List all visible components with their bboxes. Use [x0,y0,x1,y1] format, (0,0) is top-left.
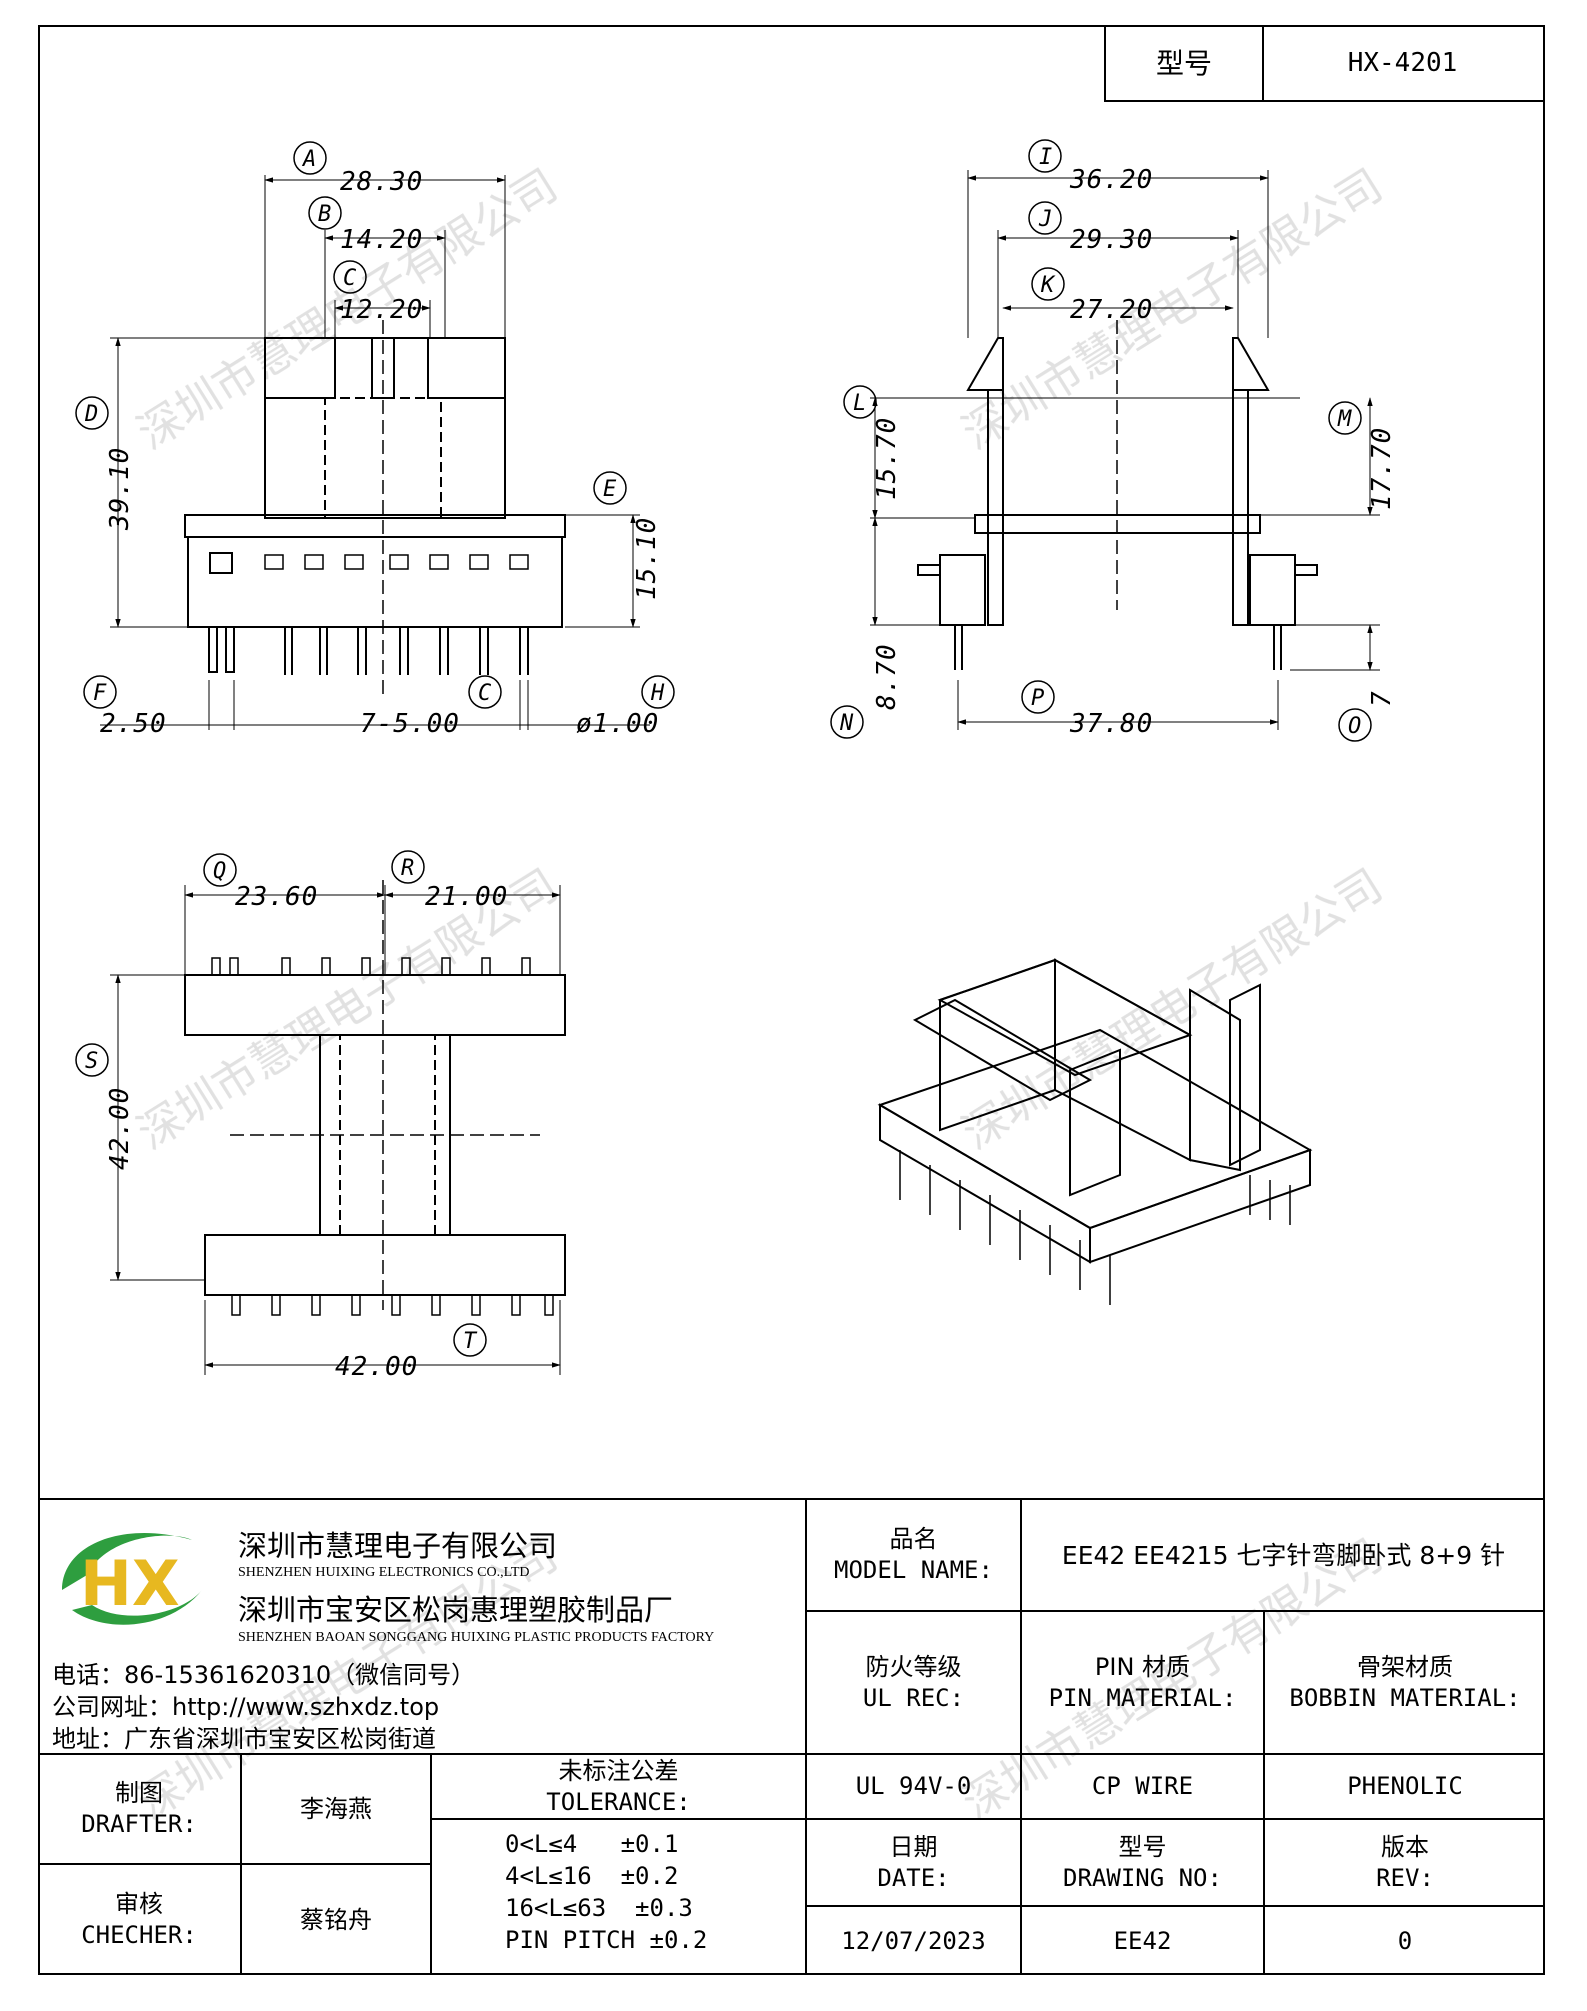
checker-label: 审核 CHECHER: [81,1890,197,1949]
rev-value: 0 [1397,1926,1413,1955]
svg-text:D: D [84,402,98,427]
watermark: 深圳市慧理电子有限公司 [954,160,1391,460]
tolerance-line: 16<L≤63 ±0.3 [505,1894,693,1922]
dim-K: 27.20 [1070,295,1153,325]
watermark: 深圳市慧理电子有限公司 [954,860,1391,1160]
svg-text:E: E [603,477,617,502]
drafter-value: 李海燕 [300,1794,372,1823]
svg-text:C: C [343,266,357,291]
dim-F: 2.50 [100,709,167,739]
drawing-no-value: EE42 [1113,1926,1172,1955]
drawing-sheet [38,25,1545,1975]
company-logo: HX [52,1520,217,1635]
dim-G: 7-5.00 [360,709,460,739]
svg-text:H: H [650,681,665,706]
isometric-view [877,958,1313,1305]
dim-N: 8.70 [872,643,902,710]
logo-text: HX [80,1547,180,1620]
date-value: 12/07/2023 [841,1926,986,1955]
dim-I: 36.20 [1069,165,1153,195]
company-address: 地址：广东省深圳市宝安区松岗街道 [52,1725,436,1753]
dim-J: 29.30 [1070,225,1153,255]
dim-O: 7 [1367,690,1397,707]
svg-text:K: K [1040,273,1056,298]
ul-rec-value: UL 94V-0 [855,1772,972,1800]
dim-R: 21.00 [425,882,508,912]
dim-H: ø1.00 [576,709,659,739]
checker-value: 蔡铭舟 [300,1905,372,1934]
pin-material-value: CP WIRE [1091,1772,1194,1800]
front-view [100,175,650,730]
dim-Q: 23.60 [235,882,318,912]
factory-name-cn: 深圳市宝安区松岗惠理塑胶制品厂 [238,1593,674,1627]
svg-text:P: P [1031,686,1044,711]
dim-A: 28.30 [340,167,423,197]
drafter-label: 制图 DRAFTER: [81,1779,197,1838]
tolerance-label: 未标注公差 TOLERANCE: [546,1756,691,1816]
bobbin-material-value: PHENOLIC [1347,1772,1463,1800]
dim-T: 42.00 [335,1352,418,1382]
svg-text:J: J [1038,207,1052,232]
model-name-value: EE42 EE4215 七字针弯脚卧式 8+9 针 [1061,1540,1506,1570]
svg-text:B: B [318,202,331,227]
dim-E: 15.10 [632,517,662,600]
title-block [38,1498,1545,1975]
model-name-label: 品名 MODEL NAME: [834,1525,993,1584]
company-name-en: SHENZHEN HUIXING ELECTRONICS CO.,LTD [238,1565,530,1580]
svg-text:F: F [93,681,107,706]
front-view-callouts [75,141,675,709]
svg-text:Q: Q [213,859,226,884]
date-label: 日期 DATE: [877,1832,950,1892]
front-view-labels: 28.30 14.20 12.20 39.10 15.10 2.50 7-5.0… [100,167,662,739]
svg-text:I: I [1039,145,1052,170]
svg-text:A: A [301,147,316,172]
model-label: 型号 [1104,25,1264,102]
company-name-cn: 深圳市慧理电子有限公司 [238,1529,558,1563]
svg-text:M: M [1337,407,1352,432]
svg-text:T: T [463,1329,478,1354]
svg-text:L: L [853,391,866,416]
dim-C: 12.20 [340,295,423,325]
svg-text:N: N [839,711,854,736]
tolerance-table: 0<L≤4 ±0.1 4<L≤16 ±0.2 16<L≤63 ±0.3 PIN … [505,1828,795,1956]
svg-text:S: S [85,1049,98,1074]
dim-D: 39.10 [105,447,135,531]
svg-text:O: O [1348,714,1361,739]
svg-text:R: R [401,856,414,881]
tolerance-line: PIN PITCH ±0.2 [505,1926,708,1954]
tolerance-line: 0<L≤4 ±0.1 [505,1830,679,1858]
pin-material-label: PIN 材质 PIN MATERIAL: [1048,1652,1237,1712]
ul-rec-label: 防火等级 UL REC: [862,1652,965,1712]
drawing-no-label: 型号 DRAWING NO: [1063,1832,1222,1892]
bottom-view [110,880,566,1375]
dim-L: 15.70 [872,417,902,500]
bobbin-material-label: 骨架材质 BOBBIN MATERIAL: [1289,1652,1521,1712]
tolerance-line: 4<L≤16 ±0.2 [505,1862,679,1890]
dim-P: 37.80 [1069,709,1153,739]
dim-B: 14.20 [340,225,423,255]
svg-text:C: C [478,681,492,706]
company-phone: 电话：86-15361620310（微信同号） [52,1661,476,1689]
company-website: 公司网址：http://www.szhxdz.top [52,1693,440,1721]
rev-label: 版本 REV: [1376,1832,1434,1892]
dim-M: 17.70 [1367,427,1397,510]
factory-name-en: SHENZHEN BAOAN SONGGANG HUIXING PLASTIC … [238,1630,715,1645]
dim-S: 42.00 [105,1087,135,1170]
model-value: HX-4201 [1262,25,1545,102]
side-view [870,170,1380,730]
